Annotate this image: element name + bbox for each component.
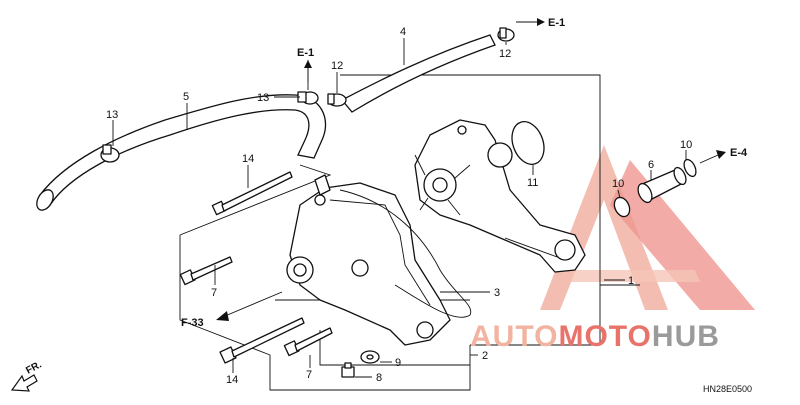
washer-9 — [360, 350, 380, 364]
watermark-text: AUTOMOTOHUB — [470, 320, 720, 353]
arrow-e1-mid — [304, 60, 312, 82]
callout-1: 1 — [628, 275, 634, 287]
hose-4 — [340, 34, 496, 113]
clamp-12-upper — [497, 27, 515, 42]
ref-e1-mid: E-1 — [297, 47, 314, 59]
callout-8: 8 — [376, 372, 382, 384]
pump-body — [414, 119, 586, 273]
brand-moto: MOTO — [558, 320, 651, 353]
brand-auto: AUTO — [470, 320, 558, 353]
callout-5: 5 — [183, 91, 189, 103]
svg-text:AUTOMOTOHUB: AUTOMOTOHUB — [470, 320, 720, 353]
clamp-12-lower — [327, 93, 347, 107]
bolt-14-upper — [211, 171, 293, 216]
callout-14-upper: 14 — [242, 153, 254, 165]
callout-3: 3 — [494, 287, 500, 299]
arrow-f33 — [216, 291, 283, 321]
callout-12-upper: 12 — [499, 48, 511, 60]
callout-9: 9 — [395, 357, 401, 369]
o-ring-10-left — [613, 196, 631, 218]
callout-13-left: 13 — [106, 109, 118, 121]
drawing-code: HN28E0500 — [703, 384, 752, 394]
hose-5 — [36, 94, 327, 211]
callout-7-lower: 7 — [306, 369, 312, 381]
callout-10-left: 10 — [612, 178, 624, 190]
callout-2: 2 — [482, 350, 488, 362]
bolt-14-lower — [219, 317, 305, 364]
callout-12-lower: 12 — [331, 60, 343, 72]
clamp-13-left — [100, 144, 120, 163]
brand-hub: HUB — [652, 320, 720, 353]
leader-lines — [112, 38, 687, 378]
callout-11: 11 — [527, 177, 538, 189]
ref-e1-top: E-1 — [548, 17, 565, 29]
arrow-e1-top — [516, 18, 545, 26]
callout-13-mid: 13 — [257, 92, 269, 104]
bolt-7-upper — [179, 256, 233, 286]
ref-e4: E-4 — [730, 147, 748, 159]
callout-7-upper: 7 — [211, 287, 217, 299]
clamp-13-mid — [297, 91, 319, 105]
ref-fr: FR. — [24, 359, 44, 376]
nut-8 — [341, 362, 355, 378]
o-ring-11 — [511, 121, 545, 165]
callout-4: 4 — [400, 26, 406, 38]
bolt-7-lower — [283, 327, 333, 357]
callouts: 1 2 3 4 5 6 7 7 8 9 10 10 11 12 12 13 13… — [106, 26, 692, 386]
callout-10-right: 10 — [680, 139, 692, 151]
callout-14-lower: 14 — [226, 374, 238, 386]
arrow-fr — [10, 374, 38, 392]
arrow-e4 — [699, 150, 726, 164]
ref-f33: F-33 — [181, 317, 204, 329]
callout-6: 6 — [648, 159, 654, 171]
pipe-6 — [637, 166, 687, 204]
pump-cover — [286, 174, 472, 346]
